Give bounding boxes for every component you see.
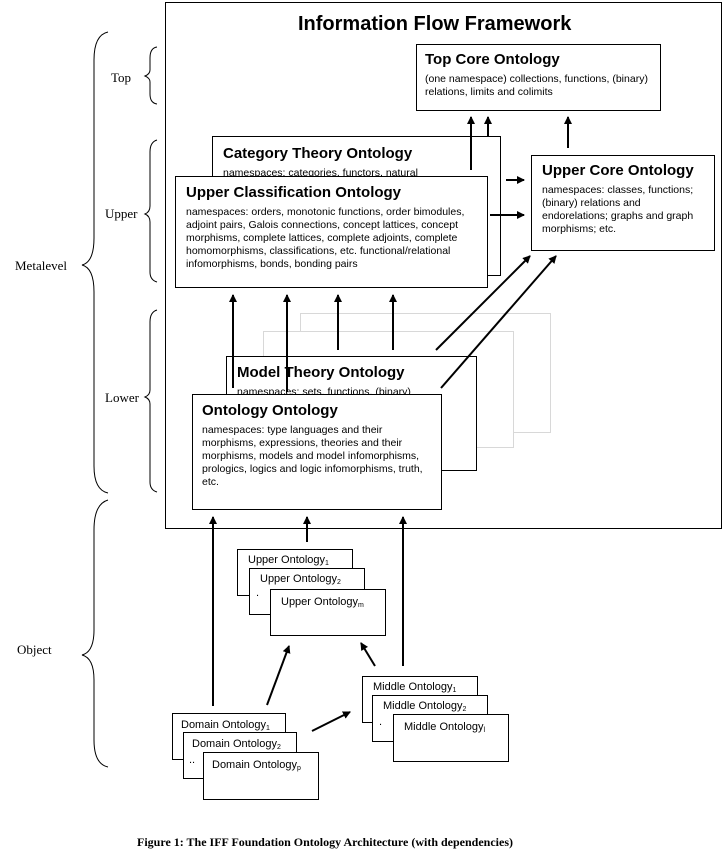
level-braces: [81, 31, 158, 768]
brace-upper: [143, 139, 158, 283]
arrow-ontology-to-uppercore: [440, 255, 557, 389]
upper-ontology-m-box: Upper Ontologym: [270, 589, 386, 636]
level-label-lower: Lower: [105, 390, 139, 405]
arrow-middle-to-upper: [360, 642, 376, 667]
upper-core-ontology-desc: namespaces: classes, functions; (binary)…: [542, 184, 694, 235]
level-label-top: Top: [111, 70, 132, 85]
brace-object: [81, 499, 109, 768]
domain-ontology-2-label: Domain Ontology2: [192, 738, 281, 751]
domain-ontology-p-label: Domain Ontologyp: [212, 759, 301, 772]
ontology-ontology-desc: namespaces: type languages and their mor…: [202, 424, 423, 488]
upper-core-ontology-box: Upper Core Ontology namespaces: classes,…: [531, 155, 715, 251]
category-theory-ontology-title: Category Theory Ontology: [223, 145, 413, 162]
model-theory-ontology-title: Model Theory Ontology: [237, 364, 405, 381]
top-core-ontology-desc: (one namespace) collections, functions, …: [425, 73, 648, 98]
top-core-ontology-title: Top Core Ontology: [425, 51, 560, 68]
framework-frame: [165, 2, 722, 529]
upper-ontology-1-label: Upper Ontology1: [248, 554, 329, 567]
brace-top: [143, 46, 158, 105]
middle-ontology-ellipsis: .: [379, 716, 383, 728]
ontology-ontology-box: Ontology Ontology namespaces: type langu…: [192, 394, 442, 510]
top-core-ontology-box: Top Core Ontology (one namespace) collec…: [416, 44, 661, 111]
middle-ontology-1-label: Middle Ontology1: [373, 681, 457, 694]
brace-metalevel: [81, 31, 109, 494]
upper-ontology-m-label: Upper Ontologym: [281, 596, 364, 609]
middle-ontology-2-label: Middle Ontology2: [383, 700, 467, 713]
domain-ontology-p-box: Domain Ontologyp: [203, 752, 319, 800]
upper-core-ontology-title: Upper Core Ontology: [542, 162, 694, 179]
arrow-domain-to-middle: [311, 711, 351, 732]
middle-ontology-l-label: Middle Ontologyl: [404, 721, 486, 734]
upper-classification-ontology-box: Upper Classification Ontology namespaces…: [175, 176, 488, 288]
arrow-model-to-uppercore: [435, 255, 531, 351]
ontology-ontology-title: Ontology Ontology: [202, 402, 338, 419]
upper-ontology-ellipsis: .: [256, 587, 260, 599]
framework-title: Information Flow Framework: [298, 13, 572, 35]
domain-ontology-1-label: Domain Ontology1: [181, 719, 270, 732]
brace-lower: [143, 309, 158, 493]
upper-ontology-2-label: Upper Ontology2: [260, 573, 341, 586]
level-label-metalevel: Metalevel: [15, 258, 67, 273]
upper-classification-ontology-title: Upper Classification Ontology: [186, 184, 402, 201]
upper-classification-ontology-desc: namespaces: orders, monotonic functions,…: [186, 206, 465, 270]
dependency-arrows: [209, 116, 572, 732]
figure-caption: Figure 1: The IFF Foundation Ontology Ar…: [137, 835, 514, 849]
level-label-upper: Upper: [105, 206, 138, 221]
domain-ontology-ellipsis: ..: [189, 754, 196, 766]
middle-ontology-l-box: Middle Ontologyl: [393, 714, 509, 762]
arrow-domain-to-upper: [266, 645, 291, 706]
level-label-object: Object: [17, 642, 52, 657]
